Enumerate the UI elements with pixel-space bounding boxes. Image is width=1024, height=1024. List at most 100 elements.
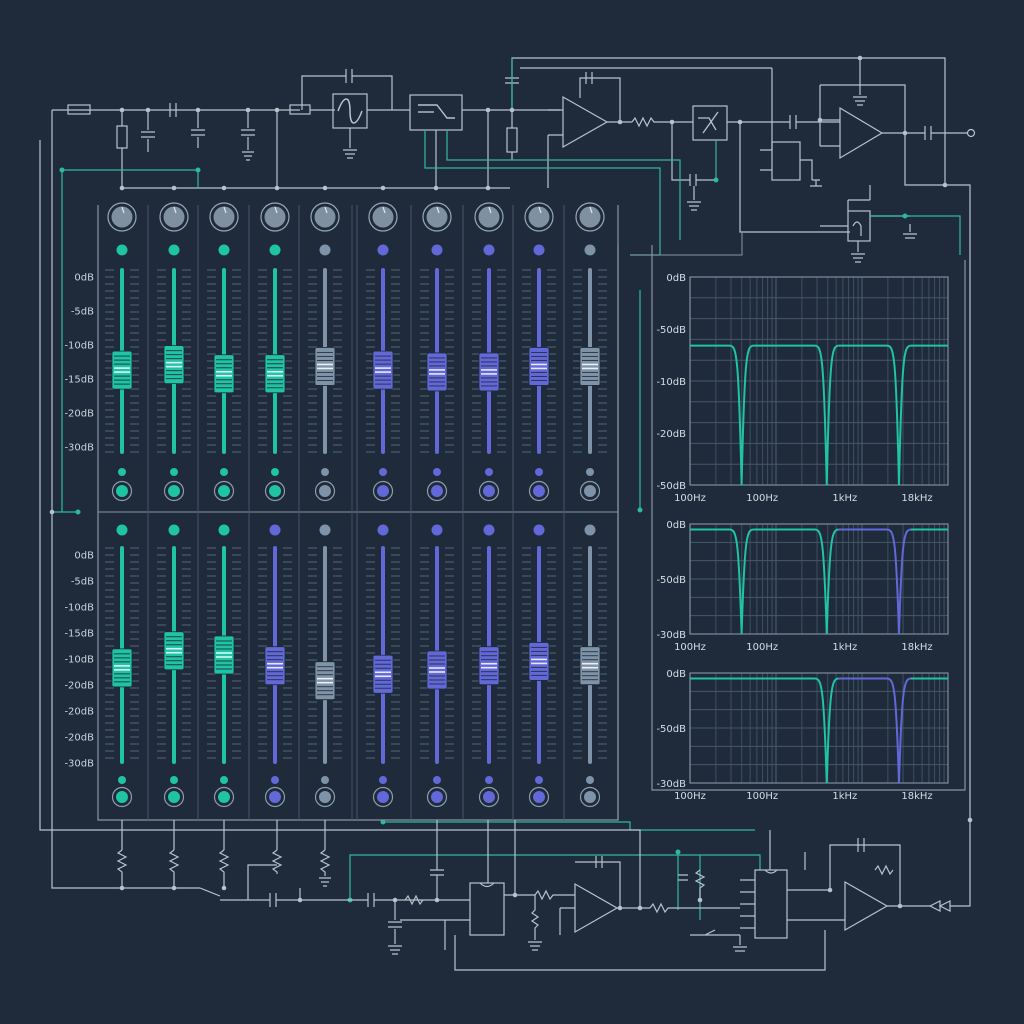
fader-cap[interactable] xyxy=(213,354,235,394)
mute-button[interactable] xyxy=(111,786,133,808)
fader-scale xyxy=(573,269,607,453)
channel-led xyxy=(483,524,495,536)
channel-led xyxy=(218,524,230,536)
mixer-panel: 0dB-5dB-10dB-15dB-20dB-30dB 0dB-5dB-10dB… xyxy=(64,202,619,821)
fader-cap[interactable] xyxy=(372,350,394,390)
mute-button-fill xyxy=(319,485,331,497)
signal-dot xyxy=(535,468,543,476)
ic-chip-1 xyxy=(469,882,505,936)
mute-button[interactable] xyxy=(579,480,601,502)
mute-button[interactable] xyxy=(264,480,286,502)
output-terminal xyxy=(966,128,976,138)
gain-knob[interactable] xyxy=(260,202,290,232)
bottom-channel-4 xyxy=(248,512,292,820)
gain-knob[interactable] xyxy=(524,202,554,232)
bottom-channel-5 xyxy=(298,512,342,820)
mute-button[interactable] xyxy=(163,786,185,808)
mute-button-fill xyxy=(168,791,180,803)
db_labels_bottom-db-label: -30dB xyxy=(64,759,94,770)
plot-y-label: -50dB xyxy=(656,575,686,586)
bottom-output-circuit xyxy=(39,140,971,971)
gain-knob[interactable] xyxy=(368,202,398,232)
top-channel-4 xyxy=(248,202,292,512)
mute-button[interactable] xyxy=(528,786,550,808)
mute-button-fill xyxy=(168,485,180,497)
fader-cap[interactable] xyxy=(111,350,133,390)
signal-dot xyxy=(485,776,493,784)
fader-cap[interactable] xyxy=(426,650,448,690)
db_labels_bottom-db-label: -20dB xyxy=(64,707,94,718)
plot-y-label: -30dB xyxy=(656,630,686,641)
mute-button[interactable] xyxy=(213,480,235,502)
fader-scale xyxy=(258,547,292,759)
top-channel-1 xyxy=(105,202,139,502)
mute-button-fill xyxy=(431,485,443,497)
mute-button[interactable] xyxy=(478,786,500,808)
fader-cap[interactable] xyxy=(163,631,185,671)
plot-x-label: 18kHz xyxy=(901,493,932,504)
mute-button[interactable] xyxy=(372,786,394,808)
db_labels_bottom-db-label: -20dB xyxy=(64,733,94,744)
gain-knob[interactable] xyxy=(107,202,137,232)
gain-knob-cap xyxy=(111,206,133,228)
signal-dot xyxy=(170,468,178,476)
channel-led xyxy=(168,244,180,256)
channel-led xyxy=(319,244,331,256)
fader-cap[interactable] xyxy=(478,646,500,686)
mute-button[interactable] xyxy=(213,786,235,808)
fader-cap[interactable] xyxy=(264,646,286,686)
mute-button[interactable] xyxy=(528,480,550,502)
fader-cap[interactable] xyxy=(314,661,336,701)
mute-button[interactable] xyxy=(111,480,133,502)
mute-button[interactable] xyxy=(314,786,336,808)
mute-button[interactable] xyxy=(478,480,500,502)
mute-button[interactable] xyxy=(579,786,601,808)
mute-button-fill xyxy=(218,485,230,497)
gain-knob[interactable] xyxy=(209,202,239,232)
fader-cap[interactable] xyxy=(426,352,448,392)
mute-button-fill xyxy=(584,485,596,497)
fader-cap[interactable] xyxy=(314,347,336,386)
channel-led xyxy=(584,244,596,256)
gain-knob[interactable] xyxy=(159,202,189,232)
gain-knob[interactable] xyxy=(310,202,340,232)
mute-button-fill xyxy=(584,791,596,803)
fader-cap[interactable] xyxy=(111,648,133,688)
channel-led xyxy=(377,524,389,536)
mute-button[interactable] xyxy=(314,480,336,502)
lowpass-block xyxy=(692,105,728,141)
mute-button[interactable] xyxy=(426,786,448,808)
plot-x-label: 100Hz xyxy=(746,493,778,504)
plot-y-label: -30dB xyxy=(656,779,686,790)
gain-knob[interactable] xyxy=(474,202,504,232)
gain-knob[interactable] xyxy=(575,202,605,232)
fader-cap[interactable] xyxy=(213,635,235,675)
fader-cap[interactable] xyxy=(264,354,286,394)
plot-x-label: 1kHz xyxy=(832,642,857,653)
fader-cap[interactable] xyxy=(528,642,550,681)
gain-knob[interactable] xyxy=(422,202,452,232)
plot-x-label: 18kHz xyxy=(901,642,932,653)
db_labels_bottom-db-label: -10dB xyxy=(64,603,94,614)
channel-led xyxy=(533,524,545,536)
fader-cap[interactable] xyxy=(528,347,550,386)
plot-y-label: -50dB xyxy=(656,325,686,336)
plot-border xyxy=(689,276,949,486)
fader-cap[interactable] xyxy=(163,345,185,385)
plot-x-label: 18kHz xyxy=(901,791,932,802)
fader-cap[interactable] xyxy=(372,654,394,694)
fader-cap[interactable] xyxy=(478,352,500,392)
fader-scale xyxy=(522,269,556,453)
fader-cap[interactable] xyxy=(579,347,601,386)
fader-cap[interactable] xyxy=(579,646,601,686)
mute-button[interactable] xyxy=(264,786,286,808)
plot-y-label: -10dB xyxy=(656,377,686,388)
fader-scale xyxy=(258,269,292,453)
bottom-channel-6 xyxy=(356,512,400,820)
mute-button[interactable] xyxy=(372,480,394,502)
mute-button-fill xyxy=(269,485,281,497)
mute-button[interactable] xyxy=(163,480,185,502)
bottom-channel-1 xyxy=(105,524,139,808)
mute-button[interactable] xyxy=(426,480,448,502)
signal-dot xyxy=(586,776,594,784)
